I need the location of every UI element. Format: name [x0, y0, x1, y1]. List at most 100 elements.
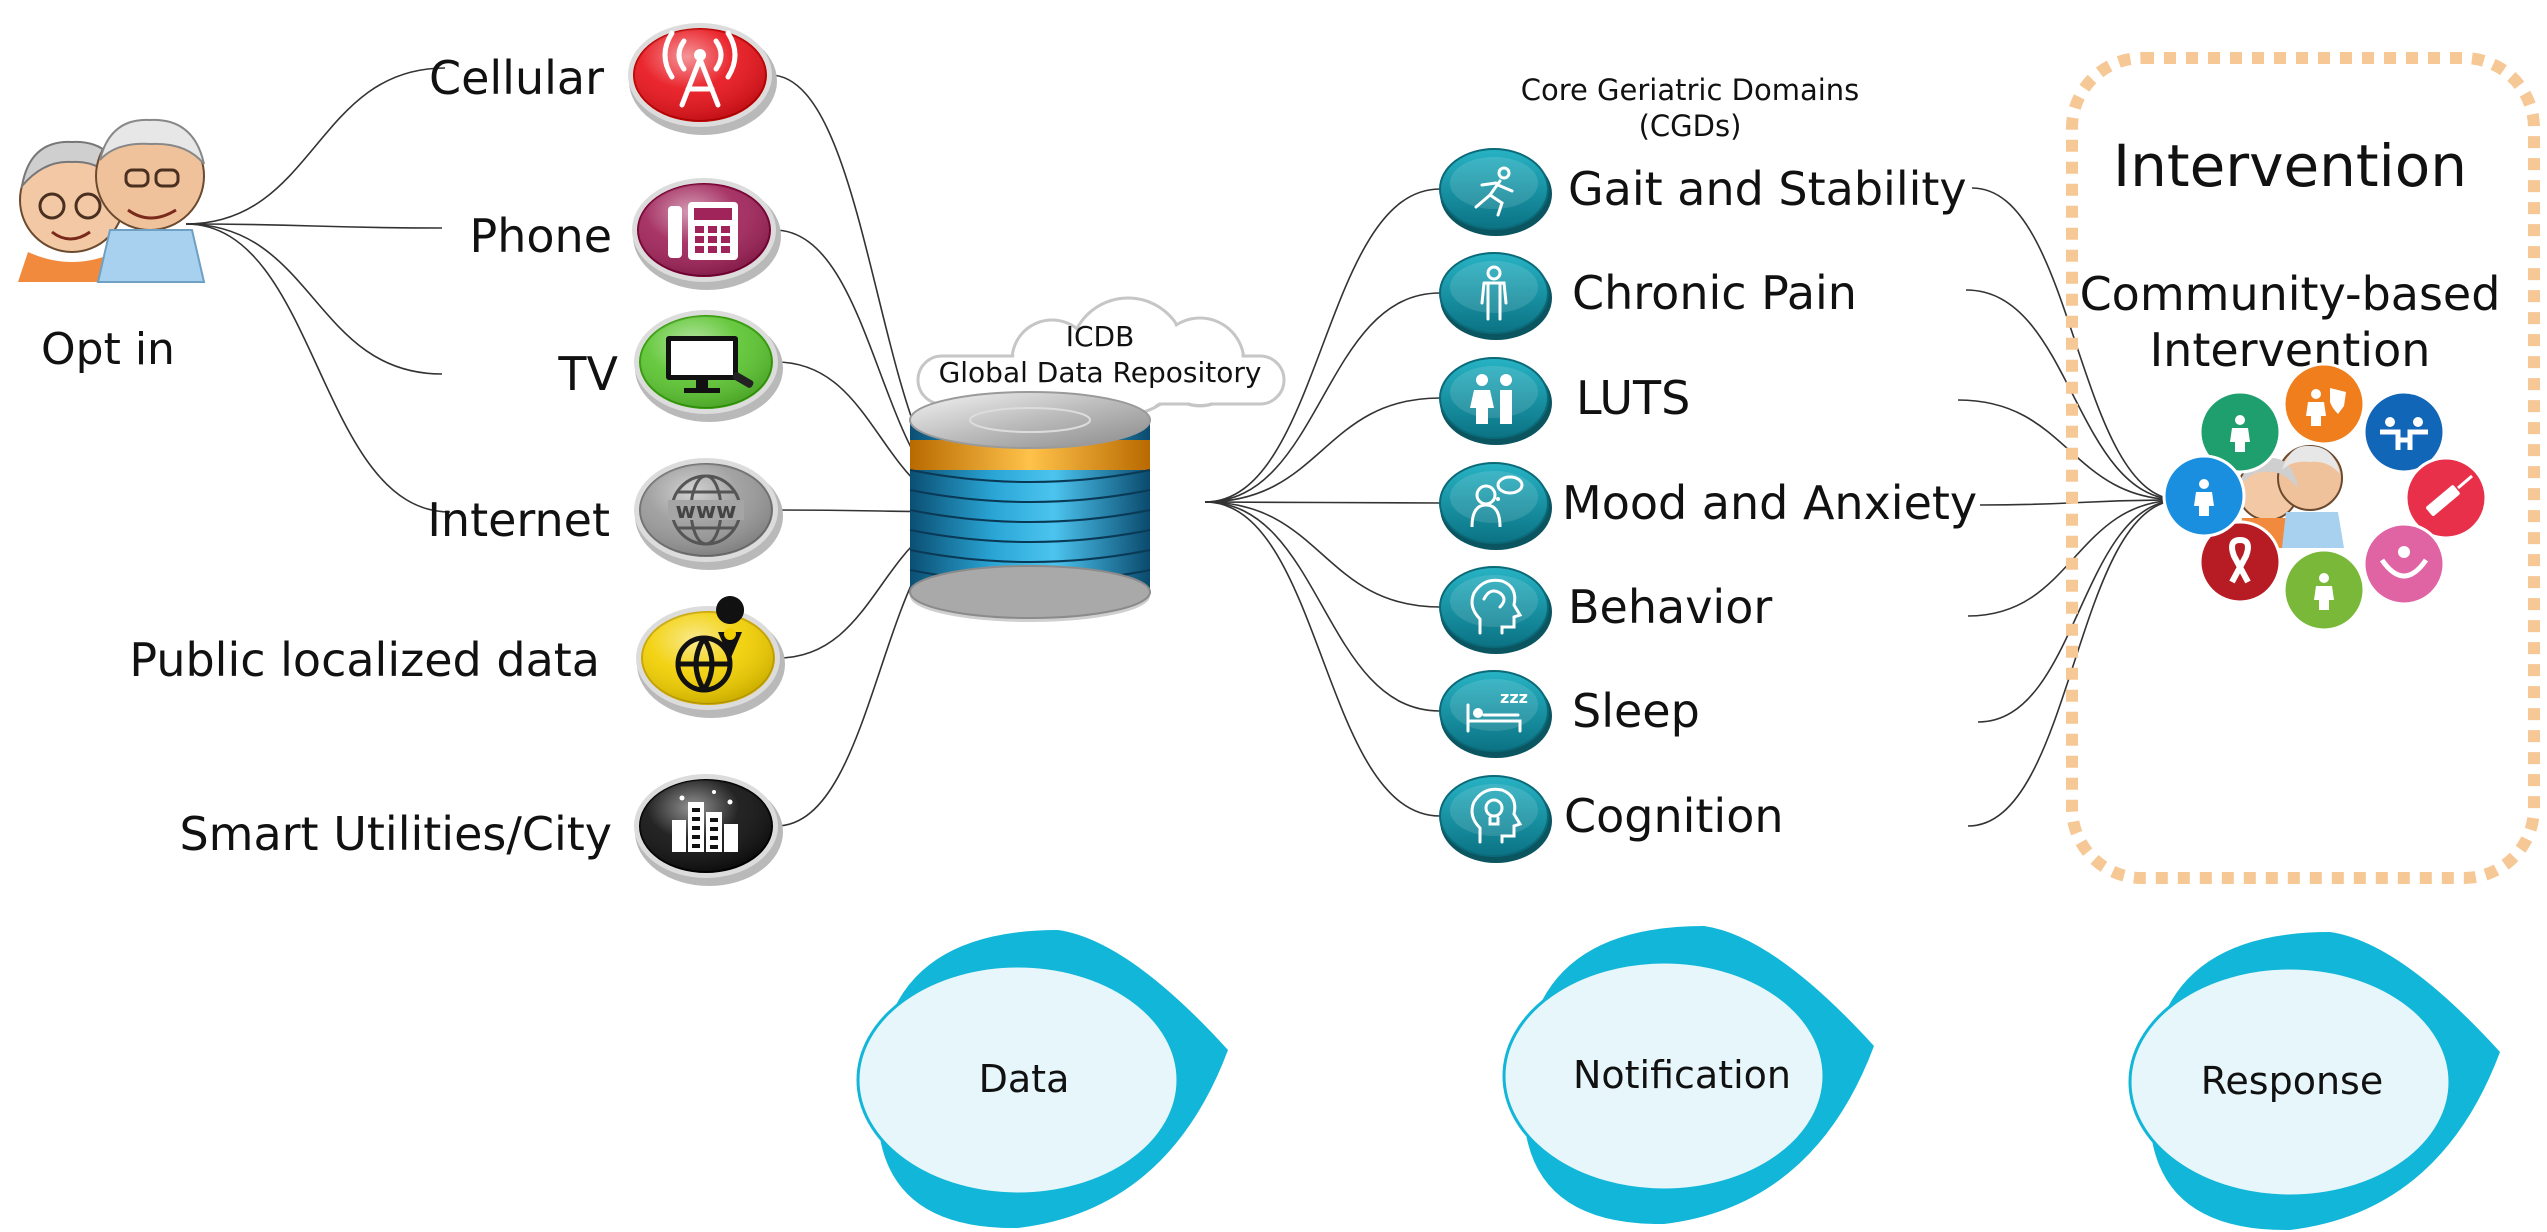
icon-gloss: [1450, 261, 1538, 313]
icon-glyph: [2426, 474, 2473, 516]
icon-glyph: [1470, 374, 1512, 424]
stage-badges: Data Notification Response: [856, 926, 2500, 1231]
connector-line: [1967, 499, 2181, 827]
source-label: Internet: [427, 493, 610, 547]
stage-label: Response: [2201, 1059, 2384, 1103]
person-figure-icon: [1439, 252, 1552, 340]
head-brain-icon: [1439, 566, 1552, 654]
thought-bubble-icon: [1439, 462, 1552, 550]
domain-node: Mood and Anxiety: [1439, 462, 1977, 550]
connector-line: [185, 223, 443, 229]
source-label: Smart Utilities/City: [179, 807, 612, 861]
connector-line: [1204, 501, 1441, 608]
domain-node: LUTS: [1439, 357, 1690, 445]
icon-glyph: [2314, 573, 2334, 610]
icon-glyph: [675, 596, 745, 693]
stage-label: Notification: [1573, 1053, 1791, 1097]
icon-glyph: [1480, 265, 1508, 321]
phone-keypad-icon: [632, 178, 781, 290]
connector-line: [185, 223, 451, 513]
badge-bubble: [1502, 960, 1826, 1192]
svg-text:www: www: [676, 499, 737, 524]
elderly-couple-illustration: [18, 118, 206, 283]
icon-gloss: [1450, 366, 1538, 418]
woman-center-icon: [2162, 454, 2246, 538]
stage-badge: Data: [856, 930, 1228, 1229]
opt-in-label: Opt in: [41, 324, 175, 375]
connector-line: [1204, 501, 1441, 817]
syringe-icon: [2404, 456, 2488, 540]
icon-glyph: [2230, 415, 2250, 452]
connector-line: [1204, 188, 1441, 503]
source-label: Phone: [470, 209, 613, 263]
badge-bubble: [2128, 966, 2452, 1198]
domain-node: Chronic Pain: [1439, 252, 1857, 340]
icon-glyph: [672, 790, 738, 852]
domain-node: Gait and Stability: [1439, 148, 1967, 236]
antenna-icon: [628, 23, 777, 135]
source-node: Smart Utilities/City: [179, 774, 783, 886]
svg-text:zzz: zzz: [1500, 688, 1528, 707]
icon-disc: [1439, 566, 1549, 648]
connector-line: [1979, 499, 2181, 506]
icon-glyph: [2306, 388, 2346, 426]
domains-header-line1: Core Geriatric Domains: [1521, 73, 1860, 107]
couple-icon: [1439, 357, 1552, 445]
connector-line: [1204, 501, 1441, 712]
icon-glyph: [2380, 417, 2428, 450]
repository-subtitle: Global Data Repository: [939, 356, 1262, 389]
awareness-ribbon-icon: [2198, 520, 2282, 604]
source-node: Phone: [470, 178, 781, 290]
domain-node: Cognition: [1439, 775, 1784, 863]
domain-label: Sleep: [1572, 684, 1700, 738]
connector-line: [1204, 292, 1441, 503]
domain-label: Gait and Stability: [1568, 162, 1967, 216]
icon-gloss: [1450, 575, 1538, 627]
source-label: TV: [557, 347, 618, 401]
stage-label: Data: [979, 1057, 1070, 1101]
running-person-icon: [1439, 148, 1552, 236]
domain-label: Cognition: [1564, 789, 1784, 843]
source-node: Cellular: [429, 23, 777, 135]
icon-glyph: [2229, 536, 2251, 584]
connector-line: [1204, 501, 1441, 504]
icon-gloss: [1450, 679, 1538, 731]
icon-glyph: [1470, 578, 1523, 635]
icon-glyph: zzz: [1466, 688, 1528, 733]
head-lightbulb-icon: [1439, 775, 1552, 863]
connector-line: [185, 223, 443, 375]
icon-glyph: [1470, 475, 1524, 528]
woman-figure-icon: [2282, 548, 2366, 632]
stage-badge: Response: [2128, 932, 2500, 1231]
community-intervention-line1: Community-based: [2080, 267, 2501, 321]
bed-sleep-icon: zzz: [1439, 670, 1552, 758]
connector-line: [1204, 397, 1441, 503]
city-skyline-icon: [634, 774, 783, 886]
globe-location-icon: [636, 596, 785, 718]
database-icon: [909, 391, 1151, 622]
family-care-icon: [2362, 522, 2446, 606]
intervention-icon-cluster: [2162, 362, 2488, 632]
source-node: Public localized data: [129, 596, 785, 718]
domain-node: zzz Sleep: [1439, 670, 1700, 758]
doctor-shield-icon: [2282, 362, 2366, 446]
domain-node: Behavior: [1439, 566, 1772, 654]
badge-bubble: [856, 964, 1180, 1196]
intervention-box: [2066, 52, 2540, 884]
domain-label: Chronic Pain: [1572, 266, 1857, 320]
domain-label: Mood and Anxiety: [1562, 476, 1977, 530]
icon-glyph: www: [668, 474, 744, 546]
connector-line: [1977, 499, 2181, 723]
source-label: Cellular: [429, 51, 604, 105]
television-icon: [634, 310, 783, 422]
source-node: TV: [557, 310, 783, 422]
icon-glyph: [2194, 479, 2214, 516]
icon-glyph: [662, 30, 738, 108]
intervention-title: Intervention: [2113, 132, 2467, 200]
source-label: Public localized data: [129, 633, 600, 687]
icon-disc: [1439, 357, 1549, 439]
